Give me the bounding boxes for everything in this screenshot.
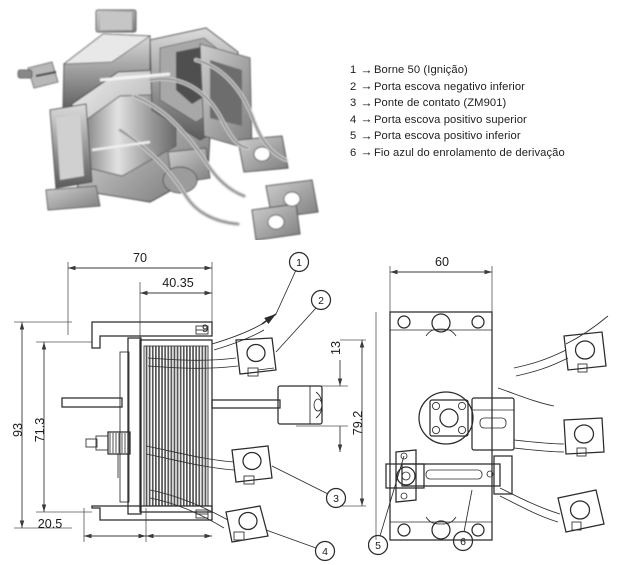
arrow-right-icon: → xyxy=(360,145,373,160)
balloon-6: 6 xyxy=(452,489,474,552)
balloon-label: 6 xyxy=(460,536,466,548)
dimension-70: 70 xyxy=(67,251,213,335)
terminal-block xyxy=(471,397,515,451)
dimension-93: 93 xyxy=(11,321,72,529)
plunger-rod xyxy=(211,385,323,425)
terminal-stud xyxy=(85,431,131,478)
legend-label: Ponte de contato (ZM901) xyxy=(374,97,507,110)
legend-item: 3 → Ponte de contato (ZM901) xyxy=(350,95,638,112)
solenoid-body: 9 xyxy=(61,321,323,521)
legend-item: 1 → Borne 50 (Ignição) xyxy=(350,62,638,79)
balloon-label: 5 xyxy=(375,540,381,552)
legend-number: 2 xyxy=(350,80,357,93)
legend-number: 4 xyxy=(350,113,357,126)
solenoid-boss xyxy=(418,391,474,445)
brush-holder-tab xyxy=(563,417,605,457)
wire-leads xyxy=(497,315,609,523)
legend-label: Fio azul do enrolamento de derivação xyxy=(374,146,565,159)
legend-number: 5 xyxy=(350,130,357,143)
dimension-label-79-2: 79.2 xyxy=(351,411,365,436)
legend-list: 1 → Borne 50 (Ignição) 2 → Porta escova … xyxy=(350,62,638,162)
legend-item: 5 → Porta escova positivo inferior xyxy=(350,128,638,145)
dimension-label-40-35: 40.35 xyxy=(162,276,194,290)
arrow-right-icon: → xyxy=(360,112,373,127)
arrow-right-icon: → xyxy=(360,95,373,110)
mounting-bolts xyxy=(397,315,485,537)
wire-leads xyxy=(145,313,277,529)
legend-item: 6 → Fio azul do enrolamento de derivação xyxy=(350,145,638,162)
dimension-label-93: 93 xyxy=(11,423,25,437)
arrow-right-icon: → xyxy=(360,62,373,77)
front-view-drawing: 60 xyxy=(368,240,640,565)
brush-holder-tab xyxy=(557,489,605,533)
arrow-right-icon: → xyxy=(360,128,373,143)
brush-holder-tab xyxy=(231,445,273,485)
balloon-label: 4 xyxy=(322,546,328,558)
dimension-79-2: 79.2 xyxy=(340,339,366,507)
svg-text:9: 9 xyxy=(202,323,208,335)
solenoid-front-plate xyxy=(385,311,515,541)
dimension-label-71-3: 71.3 xyxy=(33,418,47,443)
left-bracket xyxy=(385,449,425,503)
balloon-label: 2 xyxy=(318,295,324,307)
dimension-label-13: 13 xyxy=(329,341,343,355)
balloon-label: 3 xyxy=(333,493,339,505)
brush-holder-tab xyxy=(225,505,269,543)
dimension-40-35: 40.35 xyxy=(139,276,212,340)
legend-item: 2 → Porta escova negativo inferior xyxy=(350,79,638,96)
legend-label: Porta escova negativo inferior xyxy=(374,80,526,93)
legend-label: Porta escova positivo inferior xyxy=(374,130,521,143)
brush-holder-tab xyxy=(563,331,607,373)
dimension-20-5: 20.5 xyxy=(38,508,212,542)
dimension-label-20-5: 20.5 xyxy=(38,517,63,531)
dimension-13: 13 xyxy=(296,341,348,452)
legend-number: 1 xyxy=(350,64,357,76)
legend-item: 4 → Porta escova positivo superior xyxy=(350,112,638,129)
dimension-label-70: 70 xyxy=(133,251,147,265)
solenoid-photo xyxy=(0,0,335,240)
balloon-2: 2 xyxy=(275,289,332,353)
center-bosses xyxy=(425,313,457,540)
dimension-label-60: 60 xyxy=(435,255,449,269)
legend-number: 3 xyxy=(350,97,357,110)
brush-holder-tab xyxy=(235,337,277,377)
balloon-3: 3 xyxy=(271,465,347,509)
balloon-label: 1 xyxy=(296,257,302,269)
balloon-5: 5 xyxy=(368,455,405,556)
legend-label: Porta escova positivo superior xyxy=(374,113,527,126)
balloon-1: 1 xyxy=(275,251,310,315)
dimension-60: 60 xyxy=(389,255,493,320)
legend-number: 6 xyxy=(350,146,357,159)
legend-label: Borne 50 (Ignição) xyxy=(374,64,468,76)
dimension-71-3: 71.3 xyxy=(33,341,92,513)
balloon-4: 4 xyxy=(265,529,336,562)
side-view-drawing: 70 40.35 93 71.3 xyxy=(0,240,372,565)
arrow-right-icon: → xyxy=(360,79,373,94)
